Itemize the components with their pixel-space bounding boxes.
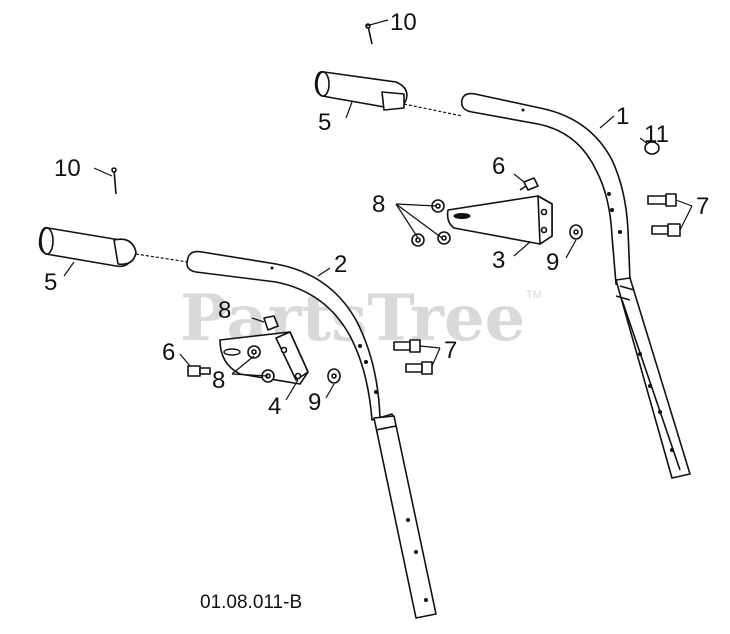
callout-10-lower: 10	[54, 155, 81, 182]
callout-7-upper: 7	[696, 193, 709, 220]
pin-lower-part-10[interactable]	[111, 167, 117, 195]
bolts-lower-part-7[interactable]	[393, 339, 433, 375]
watermark-trademark: TM	[526, 289, 542, 301]
bolt-upper-part-6[interactable]	[519, 177, 539, 191]
bolt-lower-part-6[interactable]	[187, 365, 211, 377]
washer-part-11[interactable]	[644, 141, 660, 155]
washer-upper-part-9[interactable]	[569, 224, 583, 240]
leader-lines	[63, 19, 693, 401]
callout-8-upper: 8	[372, 191, 385, 218]
callout-11: 11	[644, 121, 669, 148]
grip-upper-part-5[interactable]	[314, 70, 463, 117]
callout-8-lower: 8	[212, 367, 225, 394]
callout-3: 3	[492, 247, 505, 274]
callout-10-upper: 10	[390, 9, 417, 36]
callout-6-lower: 6	[162, 339, 175, 366]
bracket-lower-part-4[interactable]	[219, 331, 309, 385]
callout-1: 1	[616, 103, 629, 130]
grip-lower-part-5[interactable]	[38, 226, 189, 268]
callout-5-upper: 5	[318, 109, 331, 136]
pin-upper-part-10[interactable]	[365, 23, 373, 45]
callout-9-upper: 9	[546, 249, 559, 276]
handle-lower-part-2[interactable]	[186, 250, 437, 619]
washer-lower-part-9[interactable]	[327, 368, 341, 384]
callout-6-upper: 6	[492, 153, 505, 180]
handle-upper-part-1[interactable]	[460, 92, 691, 479]
callout-8-lower-top: 8	[218, 297, 231, 324]
callout-7-lower: 7	[444, 337, 457, 364]
bolts-upper-part-7[interactable]	[647, 193, 681, 237]
diagram-code: 01.08.011-B	[200, 592, 302, 613]
nuts-upper-part-8[interactable]	[411, 199, 451, 247]
callout-4: 4	[268, 393, 281, 420]
bracket-upper-part-3[interactable]	[446, 195, 553, 245]
callout-2: 2	[334, 251, 347, 278]
callout-9-lower: 9	[308, 389, 321, 416]
callout-5-lower: 5	[44, 269, 57, 296]
